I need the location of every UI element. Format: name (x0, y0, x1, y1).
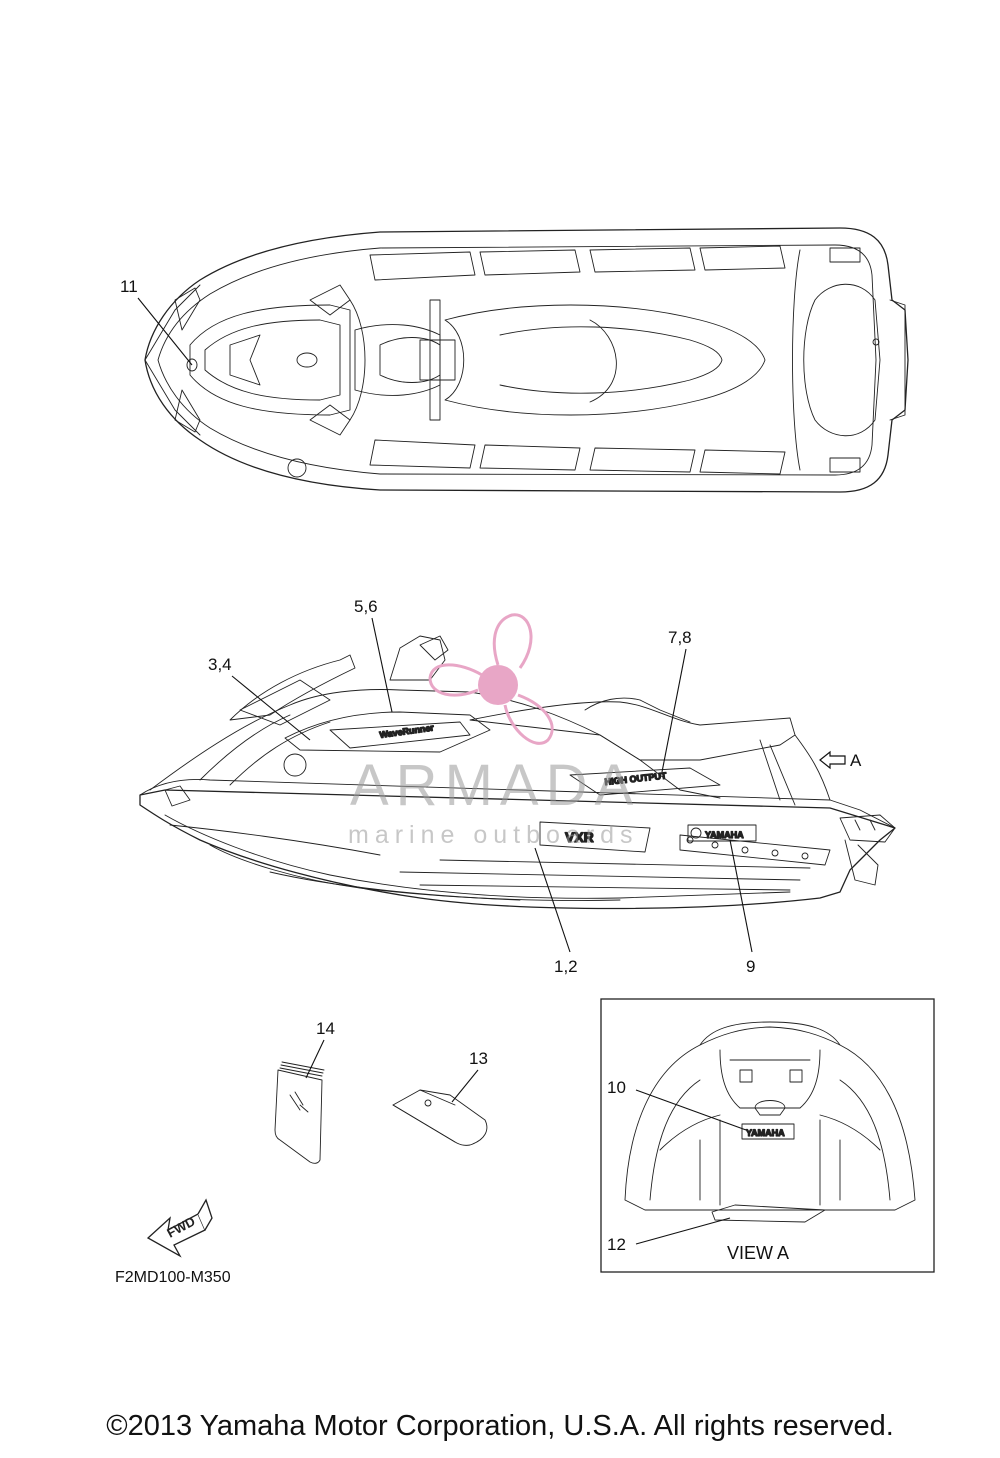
propeller-logo-icon (428, 613, 554, 745)
callout-7-8-label: 7,8 (668, 628, 692, 647)
view-a-label: VIEW A (727, 1243, 789, 1263)
callout-1-2-label: 1,2 (554, 957, 578, 976)
callout-5-6-label: 5,6 (354, 597, 378, 616)
callout-1-2: 1,2 (534, 847, 578, 976)
callout-10-label: 10 (607, 1078, 626, 1097)
callout-14: 14 (305, 1019, 335, 1079)
arrow-left-icon (819, 750, 846, 770)
callout-13-label: 13 (469, 1049, 488, 1068)
watermark-sub: marine outboards (348, 821, 639, 849)
callout-7-8: 7,8 (661, 628, 692, 773)
part-13-pouch (392, 1089, 488, 1146)
copyright-notice: ©2013 Yamaha Motor Corporation, U.S.A. A… (106, 1410, 894, 1442)
callout-3-4-label: 3,4 (208, 655, 232, 674)
callout-5-6: 5,6 (354, 597, 393, 713)
callout-9-label: 9 (746, 957, 755, 976)
part-code: F2MD100-M350 (115, 1269, 231, 1286)
callout-10: 10 (607, 1078, 747, 1131)
decal-11-location (186, 358, 198, 372)
callout-13: 13 (451, 1049, 488, 1103)
yamaha-rear-decal: YAMAHA (746, 1128, 785, 1138)
callout-12: 12 (607, 1217, 731, 1254)
watermark-word: ARMADA (350, 753, 640, 818)
watermark: ARMADA marine outboards (348, 613, 640, 849)
callout-11: 11 (120, 277, 193, 366)
callout-9: 9 (729, 839, 755, 976)
view-a-stern-drawing: YAMAHA (624, 1021, 916, 1223)
vxr-decal: VXR (565, 829, 594, 845)
fwd-arrow: FWD (146, 1198, 213, 1258)
view-a-arrow-label: A (850, 751, 862, 770)
view-a-arrow: A (819, 750, 862, 770)
view-a-box: YAMAHA 10 12 VIEW A (600, 998, 935, 1273)
callout-3-4: 3,4 (208, 655, 311, 741)
callout-11-label: 11 (120, 277, 138, 296)
callout-12-label: 12 (607, 1235, 626, 1254)
top-view-watercraft (144, 227, 909, 493)
part-14-bag (274, 1061, 325, 1164)
yamaha-side-decal: YAMAHA (705, 830, 744, 840)
callout-14-label: 14 (316, 1019, 335, 1038)
